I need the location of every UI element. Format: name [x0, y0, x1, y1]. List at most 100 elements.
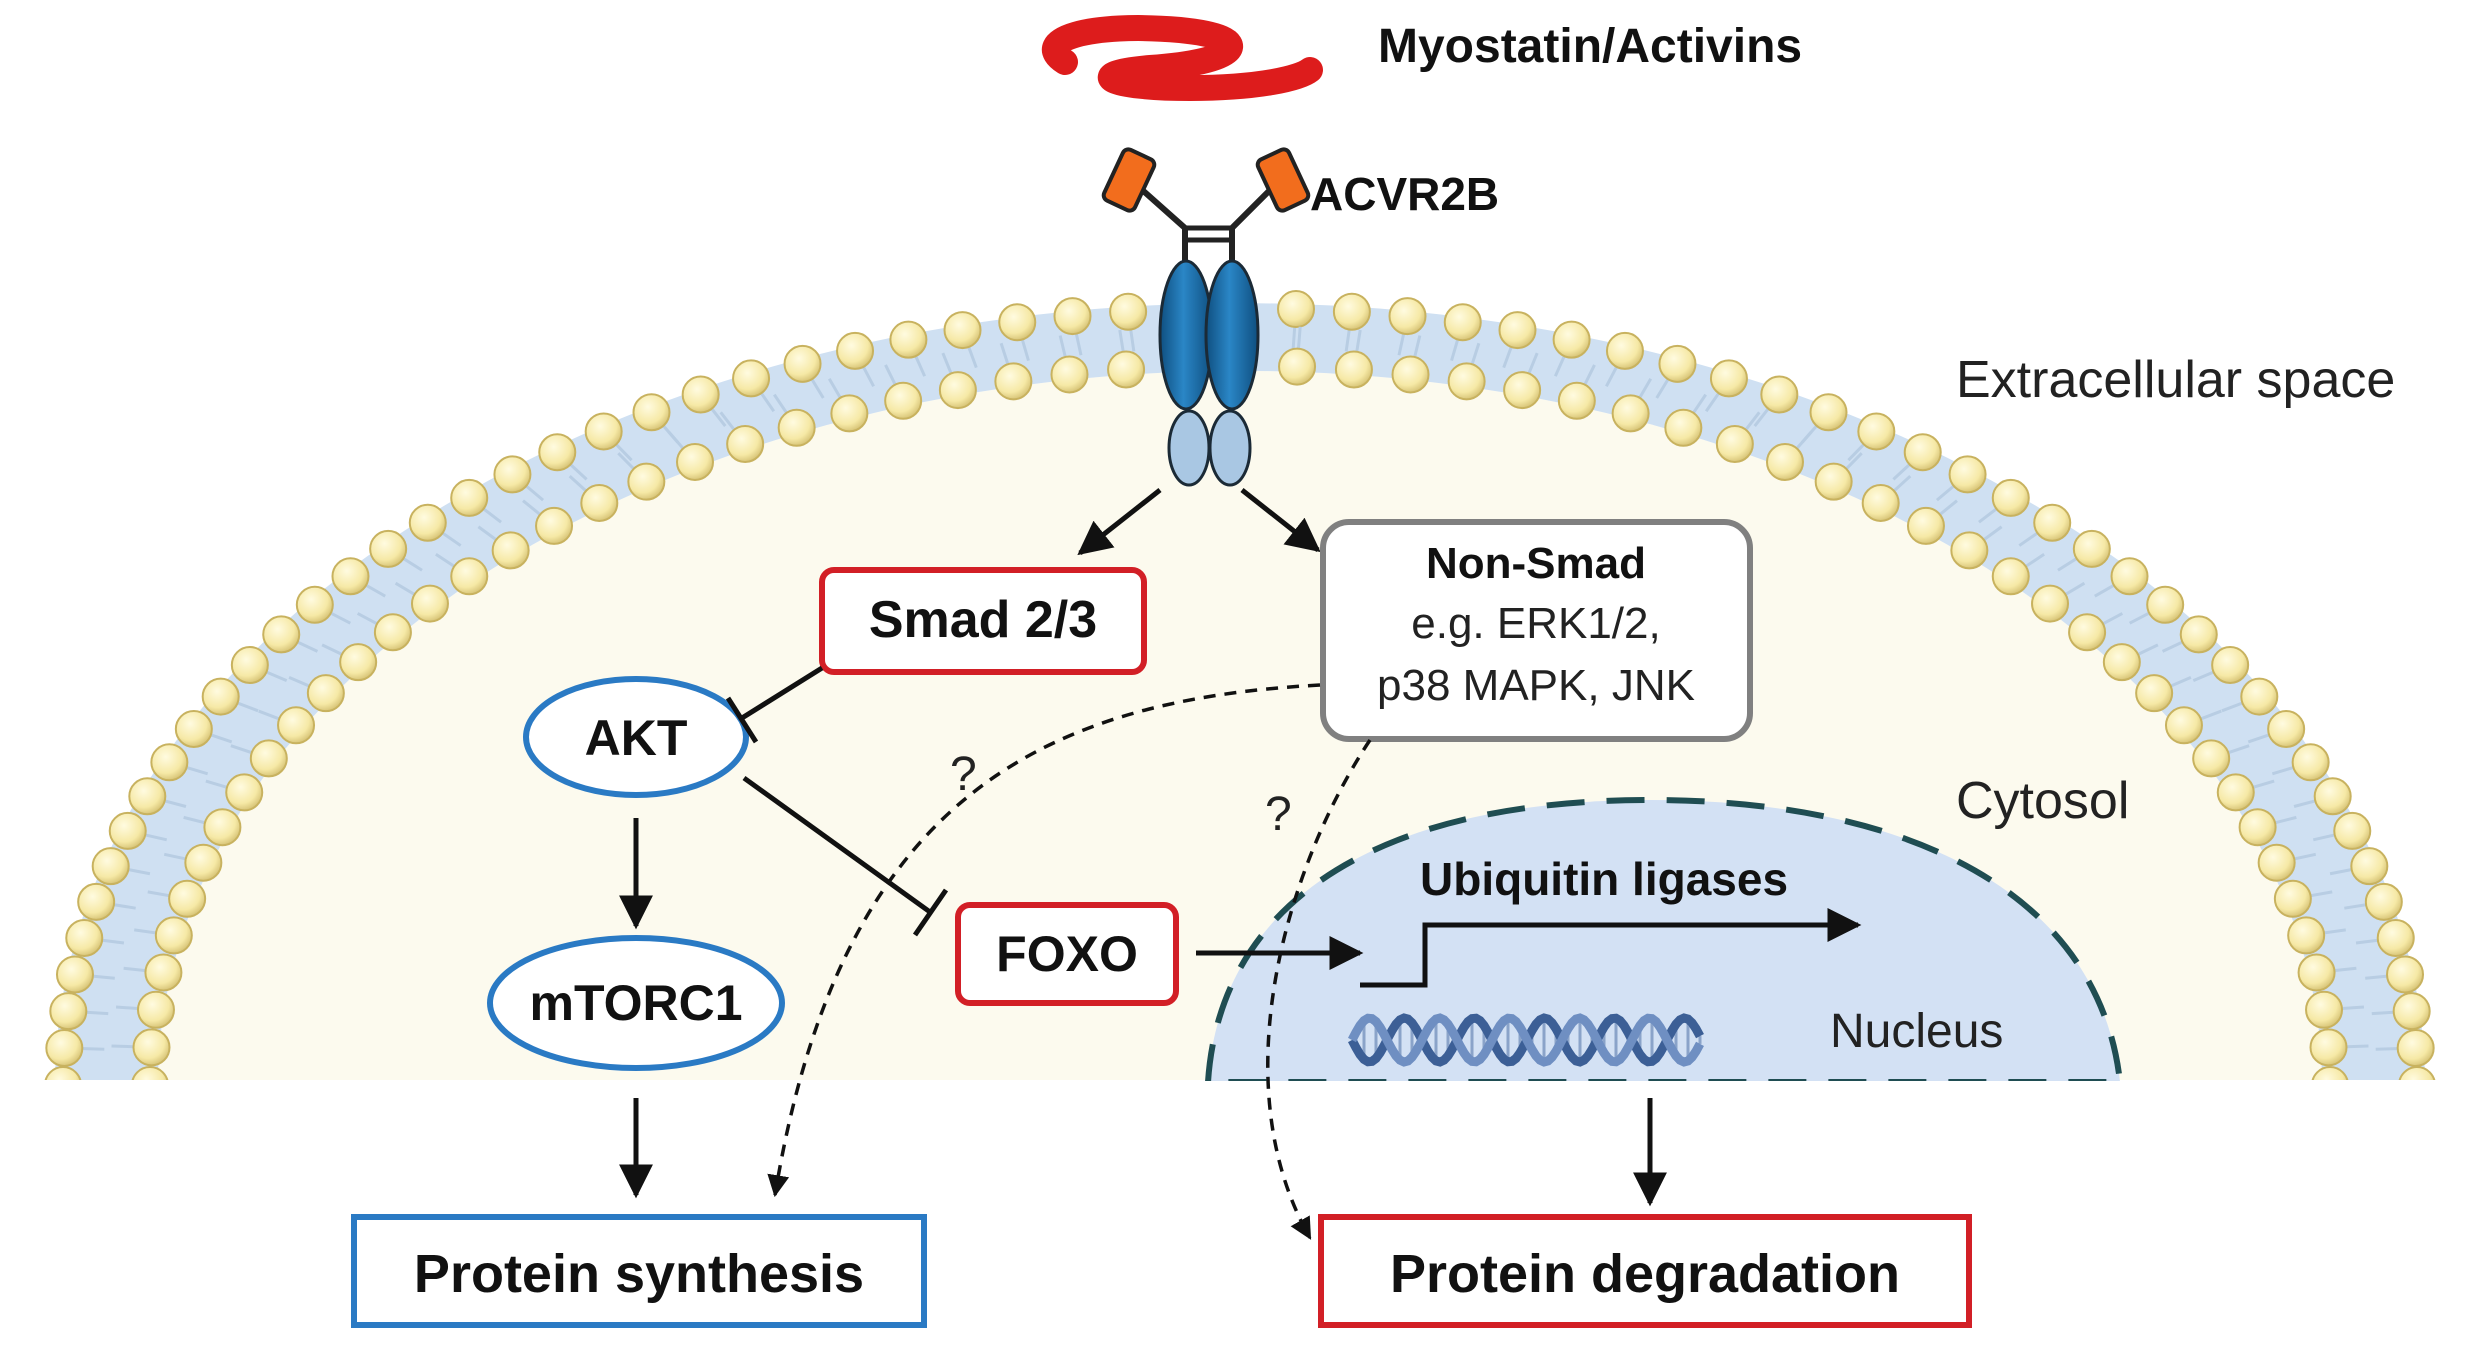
- protein-degradation-label: Protein degradation: [1390, 1244, 1900, 1304]
- lipid-head: [1991, 478, 2030, 517]
- lipid-head: [2179, 615, 2218, 654]
- lipid-head: [580, 483, 619, 522]
- nucleus: Nucleus: [1180, 796, 2160, 1101]
- lipid-head: [295, 585, 334, 624]
- lipid-head: [1766, 442, 1804, 481]
- lipid-head: [450, 478, 489, 517]
- lipid-head: [2211, 646, 2250, 685]
- lipid-head: [128, 777, 167, 816]
- receptor-label: ACVR2B: [1310, 168, 1499, 220]
- lipid-head: [1332, 292, 1371, 331]
- lipid-head: [2396, 1029, 2435, 1068]
- lipid-head: [2287, 916, 2326, 955]
- lipid-head: [410, 584, 449, 623]
- lipid-head: [203, 808, 242, 847]
- lipid-head: [1447, 362, 1486, 401]
- lipid-head: [1391, 355, 1430, 394]
- inhibit-smad-akt: [740, 665, 824, 721]
- lipid-head: [249, 739, 288, 778]
- receptor-arm-left: [1138, 185, 1188, 262]
- lipid-head: [884, 381, 923, 420]
- lipid-head: [2238, 808, 2277, 847]
- lipid-head: [1950, 531, 1989, 570]
- nucleus-shape: [1204, 796, 2124, 1085]
- arrow-receptor-to-nonsmad: [1240, 488, 1321, 553]
- ligand-ribbon-icon: [1042, 15, 1323, 102]
- nucleus-label: Nucleus: [1830, 1005, 2003, 1058]
- lipid-head: [1443, 303, 1482, 342]
- receptor-arm-right: [1229, 185, 1275, 262]
- protein-degradation-box: Protein degradation: [1318, 1214, 1972, 1328]
- lipid-head: [306, 674, 345, 713]
- lipid-head: [2297, 953, 2336, 992]
- lipid-head: [491, 531, 530, 570]
- lipid-head: [889, 320, 928, 359]
- smad-node: Smad 2/3: [819, 567, 1147, 675]
- lipid-head: [174, 710, 213, 749]
- lipid-head: [2392, 992, 2431, 1031]
- lipid-head: [2031, 584, 2070, 623]
- lipid-head: [1991, 557, 2030, 596]
- lipid-head: [369, 529, 408, 568]
- foxo-node: FOXO: [955, 902, 1179, 1006]
- lipid-head: [45, 1029, 84, 1068]
- lipid-head: [632, 393, 671, 432]
- lipid-head: [1709, 359, 1748, 398]
- non-smad-line1: e.g. ERK1/2,: [1411, 599, 1660, 648]
- lipid-head: [2273, 879, 2312, 918]
- lipid-head: [408, 503, 447, 542]
- lipid-head: [1611, 394, 1650, 433]
- myostatin-ligand: Myostatin/Activins: [1042, 15, 1802, 102]
- lipid-head: [1552, 320, 1591, 359]
- lipid-head: [1109, 292, 1148, 331]
- lipid-head: [2376, 918, 2415, 957]
- lipid-head: [2311, 1066, 2349, 1080]
- mtorc1-node: mTORC1: [487, 935, 785, 1071]
- lipid-head: [2033, 503, 2072, 542]
- receptor-tm-right: [1204, 259, 1260, 411]
- lipid-head: [450, 557, 489, 596]
- lipid-head: [1498, 311, 1537, 350]
- lipid-head: [2350, 847, 2389, 886]
- unknown-mark-2: ?: [1265, 788, 1292, 841]
- lipid-head: [144, 953, 183, 992]
- lipid-head: [1715, 425, 1754, 464]
- lipid-head: [49, 992, 88, 1031]
- lipid-head: [2192, 739, 2231, 778]
- lipid-head: [535, 506, 574, 545]
- lipid-head: [150, 743, 189, 782]
- lipid-head: [1664, 408, 1703, 447]
- transcription-start-arrow: [1360, 908, 1862, 988]
- foxo-label: FOXO: [996, 926, 1138, 982]
- inhibit-bar: [725, 696, 759, 744]
- non-smad-title: Non-Smad: [1426, 539, 1646, 588]
- smad-label: Smad 2/3: [869, 591, 1097, 649]
- receptor-tip-right: [1255, 147, 1311, 213]
- nucleus-bottom-mask: [1180, 1081, 2160, 1101]
- lipid-head: [627, 462, 666, 501]
- lipid-head: [277, 706, 316, 745]
- lipid-head: [230, 646, 269, 685]
- non-smad-line2: p38 MAPK, JNK: [1377, 661, 1695, 710]
- receptor-tm-left: [1158, 259, 1214, 411]
- receptor-tip-left: [1101, 147, 1157, 213]
- lipid-head: [2072, 529, 2111, 568]
- dashed-nonsmad-to-degradation: [1266, 739, 1372, 1240]
- protein-synthesis-box: Protein synthesis: [351, 1214, 927, 1328]
- lipid-head: [168, 879, 207, 918]
- lipid-head: [44, 1066, 82, 1080]
- lipid-head: [108, 811, 147, 850]
- lipid-head: [1658, 344, 1697, 383]
- non-smad-node: Non-Smad e.g. ERK1/2, p38 MAPK, JNK: [1320, 519, 1753, 742]
- lipid-head: [331, 557, 370, 596]
- lipid-head: [2267, 710, 2306, 749]
- lipid-head: [777, 408, 816, 447]
- lipid-head: [2386, 955, 2425, 994]
- lipid-head: [2146, 585, 2185, 624]
- lipid-head: [1050, 355, 1089, 394]
- lipid-head: [2291, 743, 2330, 782]
- lipid-head: [732, 359, 771, 398]
- ubiquitin-label: Ubiquitin ligases: [1420, 853, 1788, 905]
